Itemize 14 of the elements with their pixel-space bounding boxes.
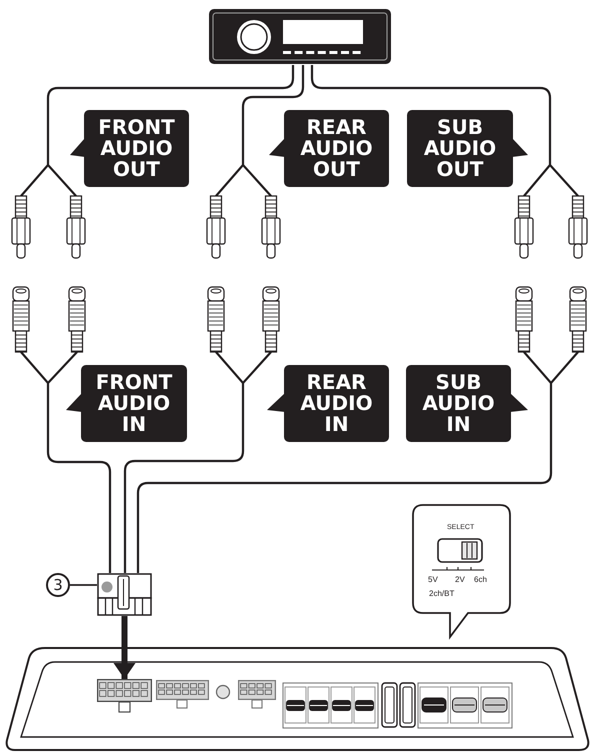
car-stereo-drawing xyxy=(208,8,392,65)
amplifier xyxy=(3,645,592,753)
arrow xyxy=(114,616,136,679)
switch-position-label: 6ch xyxy=(474,576,487,584)
callout-number: 3 xyxy=(46,573,70,597)
switch-position-label: 2V xyxy=(455,576,465,584)
connector-port xyxy=(156,680,209,709)
wiring-connector-drawing xyxy=(97,573,152,616)
input-port xyxy=(97,679,152,713)
connector-port xyxy=(238,680,276,709)
speech-bubble xyxy=(410,503,513,640)
switch-position-label: 5V xyxy=(428,576,438,584)
leader-line xyxy=(70,584,97,586)
switch-position-label: 2ch/BT xyxy=(429,590,454,598)
